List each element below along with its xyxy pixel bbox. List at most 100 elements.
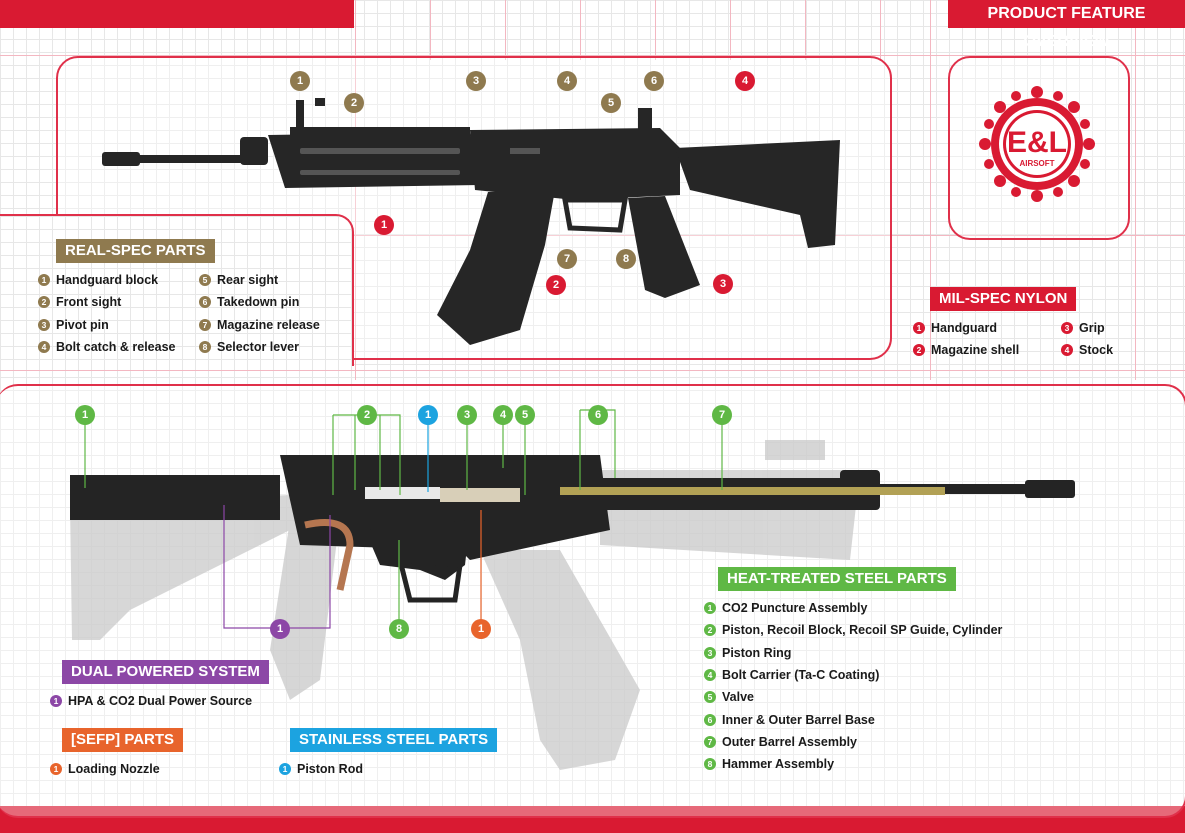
callout-nylon-1: 1 xyxy=(374,215,394,235)
number-badge: 7 xyxy=(704,735,716,748)
callout-sefp-1: 1 xyxy=(471,619,491,639)
callout-real-1: 1 xyxy=(290,71,310,91)
callout-steel-5: 5 xyxy=(515,405,535,425)
number-badge: 5 xyxy=(199,274,211,287)
grid-line xyxy=(880,0,881,60)
number-badge: 8 xyxy=(199,341,211,354)
list-item: 4 Bolt Carrier (Ta-C Coating) xyxy=(704,664,1002,686)
number-badge: 1 xyxy=(279,763,291,776)
number-badge: 1 xyxy=(50,763,62,776)
number-badge: 1 xyxy=(38,274,50,287)
number-badge: 3 xyxy=(704,646,716,659)
mil-spec-list-right: 3 Grip 4 Stock xyxy=(1061,317,1113,362)
list-item: 1 Handguard xyxy=(913,317,1019,339)
list-item: 1 Loading Nozzle xyxy=(50,758,160,780)
list-item: 2 Magazine shell xyxy=(913,339,1019,361)
list-item-label: Front sight xyxy=(56,295,122,310)
grid-line xyxy=(0,235,1185,236)
grid-line xyxy=(580,0,581,60)
list-item: 3 Piston Ring xyxy=(704,642,1002,664)
callout-stainless-1: 1 xyxy=(418,405,438,425)
number-badge: 2 xyxy=(38,296,50,309)
number-badge: 3 xyxy=(1061,322,1073,335)
number-badge: 6 xyxy=(704,713,716,726)
list-item-label: Grip xyxy=(1079,321,1105,336)
callout-steel-3: 3 xyxy=(457,405,477,425)
grid-line xyxy=(430,0,431,60)
number-badge: 4 xyxy=(704,669,716,682)
list-item: 1 HPA & CO2 Dual Power Source xyxy=(50,690,252,712)
list-item: 4 Stock xyxy=(1061,339,1113,361)
grid-line xyxy=(0,55,1185,56)
list-item-label: CO2 Puncture Assembly xyxy=(722,601,868,616)
callout-steel-6: 6 xyxy=(588,405,608,425)
list-item-label: Piston, Recoil Block, Recoil SP Guide, C… xyxy=(722,623,1003,638)
list-item-label: Piston Rod xyxy=(297,762,363,777)
callout-steel-2: 2 xyxy=(357,405,377,425)
list-item: 8 Selector lever xyxy=(199,336,320,358)
list-item: 6 Inner & Outer Barrel Base xyxy=(704,708,1002,730)
list-item: 8 Hammer Assembly xyxy=(704,753,1002,775)
list-item-label: Handguard xyxy=(931,321,997,336)
heat-treated-header: HEAT-TREATED STEEL PARTS xyxy=(718,567,956,591)
stainless-header: STAINLESS STEEL PARTS xyxy=(290,728,498,752)
number-badge: 1 xyxy=(50,695,62,708)
number-badge: 1 xyxy=(913,322,925,335)
sefp-list: 1 Loading Nozzle xyxy=(50,758,160,780)
number-badge: 5 xyxy=(704,691,716,704)
logo-main-text: E&L xyxy=(1007,126,1067,159)
list-item-label: Stock xyxy=(1079,343,1114,358)
list-item: 5 Rear sight xyxy=(199,269,320,291)
callout-nylon-4: 4 xyxy=(735,71,755,91)
callout-steel-1: 1 xyxy=(75,405,95,425)
list-item-label: Inner & Outer Barrel Base xyxy=(722,712,875,727)
dual-power-list: 1 HPA & CO2 Dual Power Source xyxy=(50,690,252,712)
list-item-label: Rear sight xyxy=(217,273,279,288)
callout-steel-4: 4 xyxy=(493,405,513,425)
list-item-label: Loading Nozzle xyxy=(68,762,160,777)
grid-line xyxy=(655,0,656,60)
callout-real-2: 2 xyxy=(344,93,364,113)
callout-nylon-3: 3 xyxy=(713,274,733,294)
callout-real-7: 7 xyxy=(557,249,577,269)
number-badge: 2 xyxy=(913,344,925,357)
real-spec-header: REAL-SPEC PARTS xyxy=(56,239,215,263)
dual-power-header: DUAL POWERED SYSTEM xyxy=(62,660,269,684)
top-red-bar xyxy=(0,0,354,28)
list-item-label: Selector lever xyxy=(217,340,299,355)
list-item-label: Piston Ring xyxy=(722,645,792,660)
callout-real-3: 3 xyxy=(466,71,486,91)
grid-line xyxy=(355,0,356,380)
rifle-exterior-illustration xyxy=(102,98,840,345)
stainless-list: 1 Piston Rod xyxy=(279,758,363,780)
list-item-label: HPA & CO2 Dual Power Source xyxy=(68,694,253,709)
list-item: 1 Handguard block xyxy=(38,269,176,291)
number-badge: 4 xyxy=(1061,344,1073,357)
list-item: 3 Grip xyxy=(1061,317,1113,339)
number-badge: 8 xyxy=(704,758,716,771)
list-item: 1 Piston Rod xyxy=(279,758,363,780)
list-item-label: Handguard block xyxy=(56,273,159,288)
grid-line xyxy=(805,0,806,60)
list-item-label: Takedown pin xyxy=(217,295,300,310)
callout-steel-8: 8 xyxy=(389,619,409,639)
list-item-label: Bolt catch & release xyxy=(56,340,176,355)
callout-real-6: 6 xyxy=(644,71,664,91)
list-item-label: Hammer Assembly xyxy=(722,757,835,772)
list-item-label: Magazine shell xyxy=(931,343,1020,358)
callout-real-8: 8 xyxy=(616,249,636,269)
callout-real-4: 4 xyxy=(557,71,577,91)
list-item-label: Bolt Carrier (Ta-C Coating) xyxy=(722,668,880,683)
list-item-label: Magazine release xyxy=(217,317,320,332)
brand-logo: E&L AIRSOFT xyxy=(979,86,1095,202)
bottom-red-bar xyxy=(0,806,1185,833)
